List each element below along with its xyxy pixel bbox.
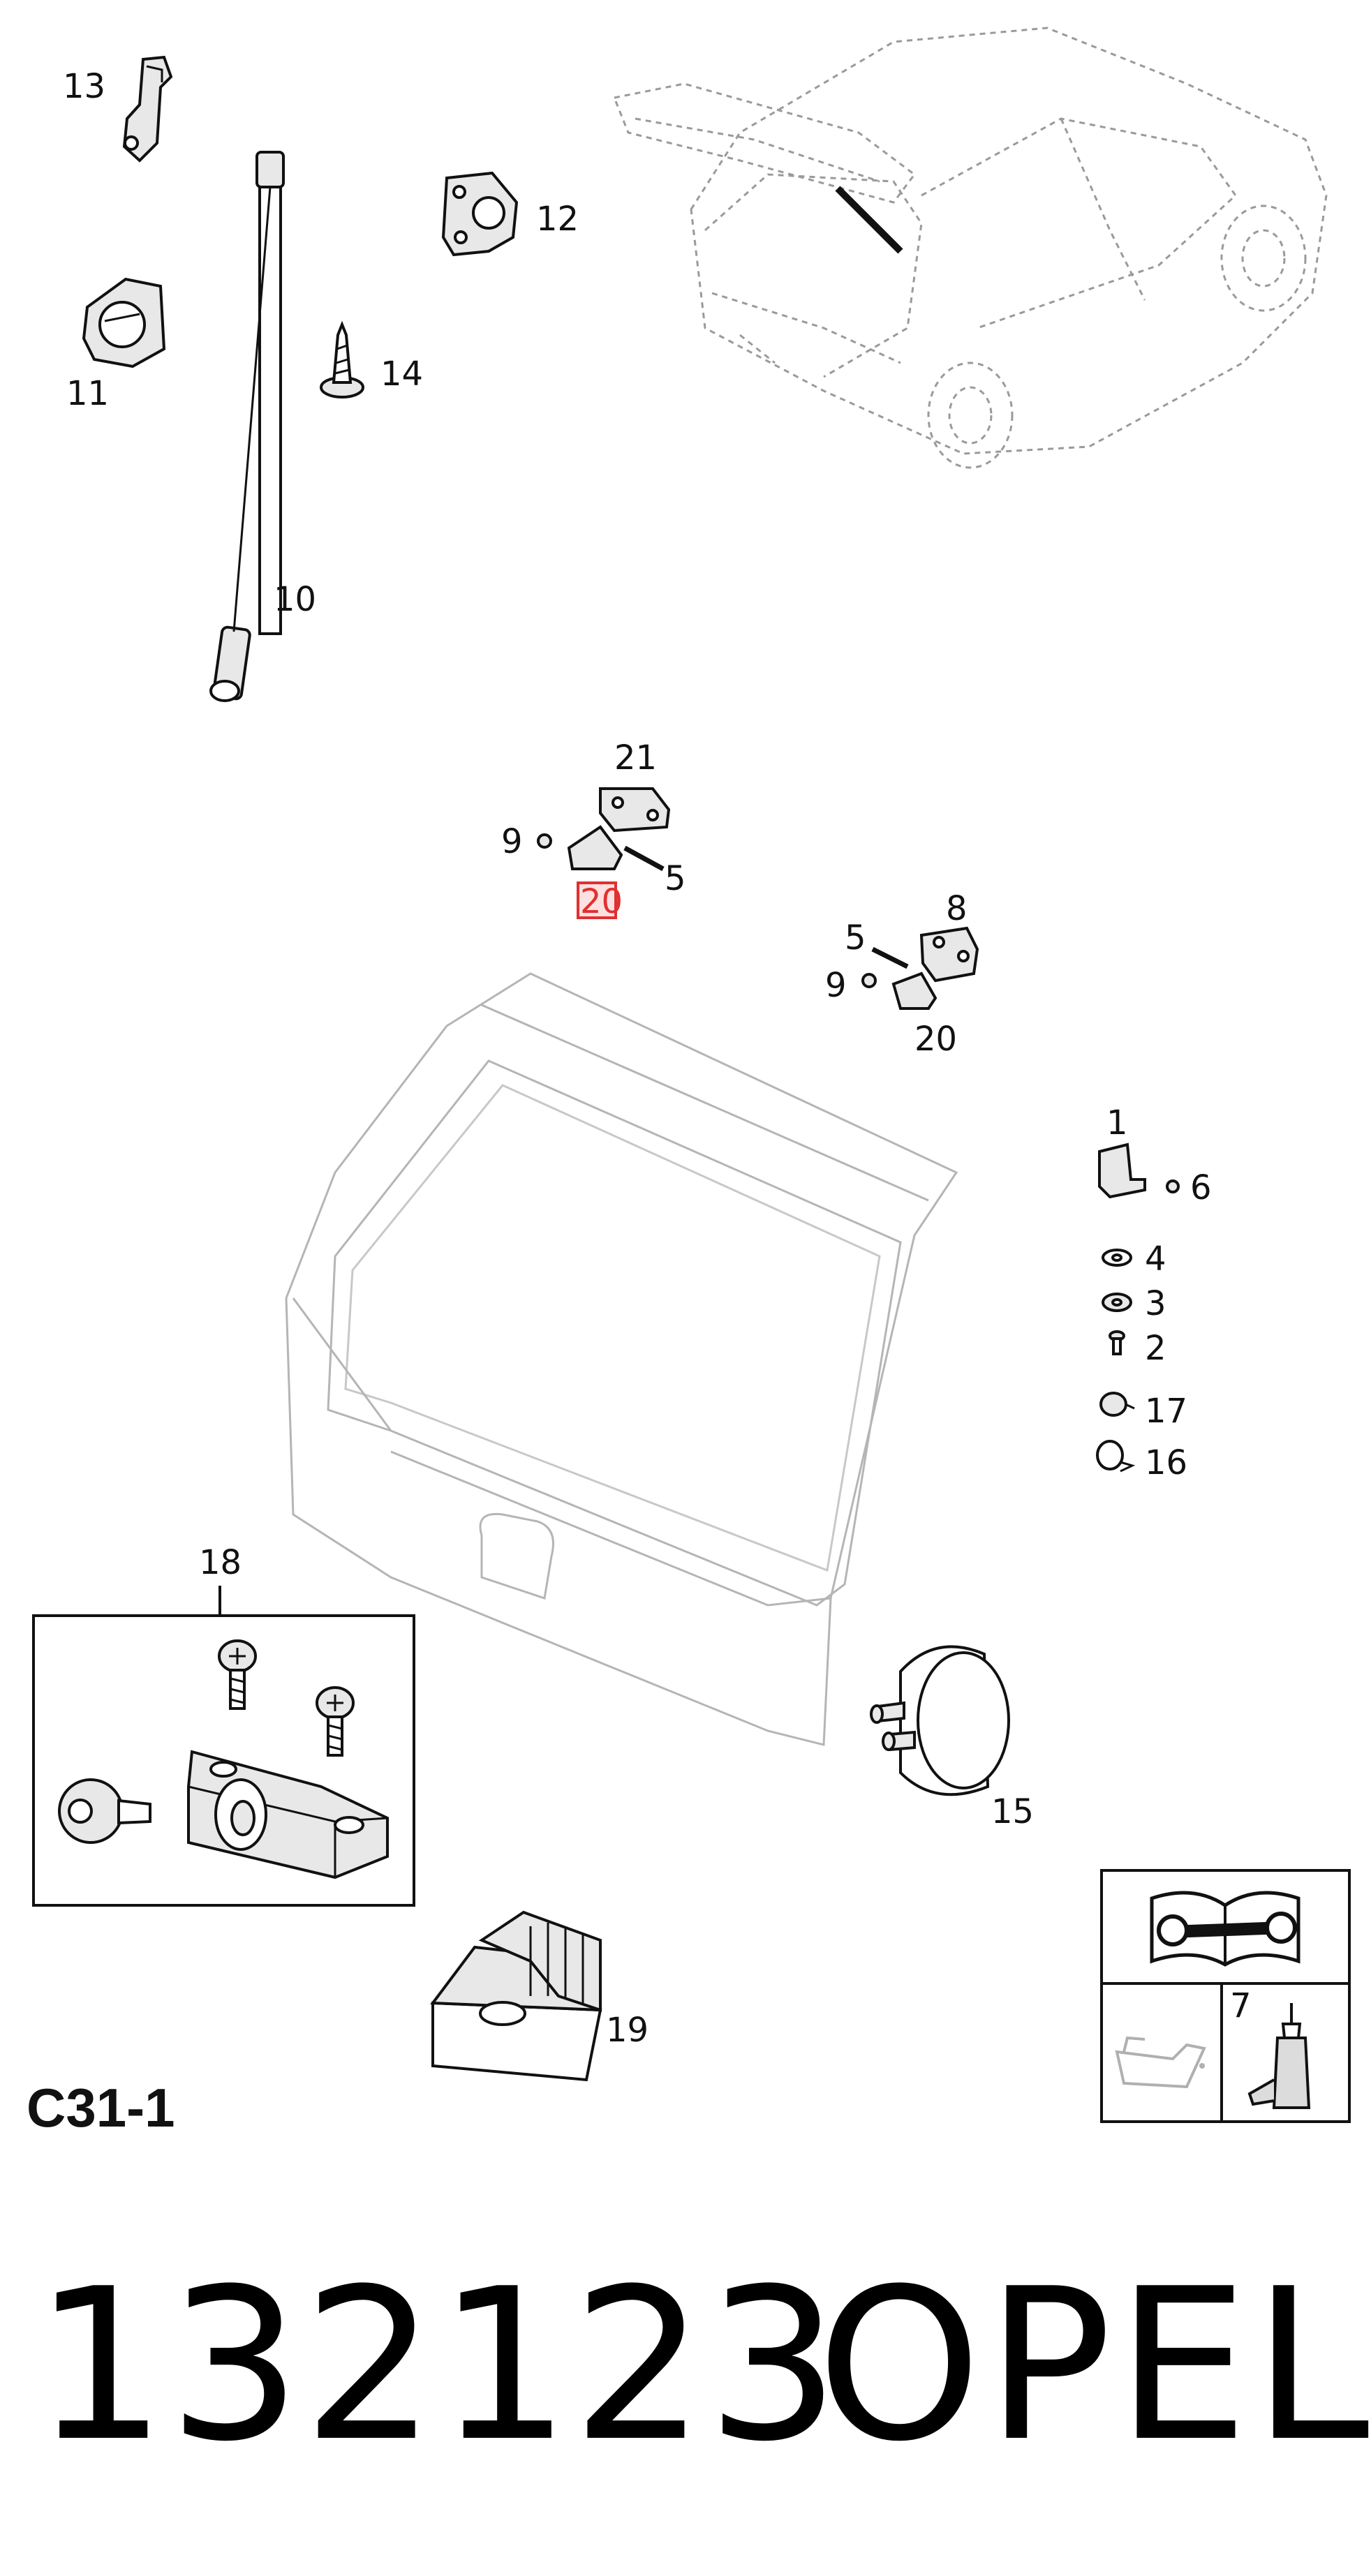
callout-3: 3	[1145, 1284, 1166, 1323]
part-12-hinge-plate	[441, 171, 519, 257]
vehicle-overview	[612, 27, 1328, 469]
callout-18: 18	[199, 1543, 242, 1582]
callout-2: 2	[1145, 1329, 1166, 1368]
part-9-screw-a	[537, 833, 552, 849]
part-1-bracket	[1098, 1142, 1146, 1199]
part-18-detail-box	[32, 1614, 415, 1907]
part-2-screw	[1109, 1330, 1125, 1355]
callout-20b: 20	[914, 1020, 957, 1059]
part-21-hinge	[599, 787, 671, 833]
callout-21: 21	[614, 738, 657, 777]
part-8-hinge	[919, 926, 979, 983]
brand-name: OPEL	[817, 2244, 1371, 2487]
callout-20a-highlight: 20	[577, 881, 623, 921]
part-16-clip	[1096, 1440, 1136, 1473]
callout-15: 15	[991, 1792, 1034, 1831]
part-13-bracket	[122, 55, 173, 163]
part-11-striker	[82, 277, 166, 368]
callout-5a: 5	[665, 859, 686, 898]
part-15-buffer	[870, 1645, 1010, 1796]
callout-13: 13	[63, 67, 105, 106]
part-5-pin-b	[871, 946, 909, 969]
callout-9a: 9	[501, 822, 523, 861]
callout-8: 8	[946, 889, 968, 928]
part-5-pin-a	[623, 845, 665, 872]
callout-14: 14	[380, 355, 423, 394]
oil-can-icon	[1115, 2036, 1206, 2089]
part-18-assembly	[58, 1639, 389, 1879]
callout-17: 17	[1145, 1392, 1187, 1431]
callout-12: 12	[536, 200, 579, 239]
callout-11: 11	[66, 374, 109, 413]
callout-1: 1	[1106, 1103, 1128, 1142]
sheet-code: C31-1	[27, 2077, 175, 2138]
adhesive-tube-icon	[1247, 2003, 1311, 2109]
part-20-hinge-cover-b	[891, 971, 938, 1010]
service-panel	[1100, 1869, 1351, 2123]
part-14-screw	[320, 320, 364, 399]
callout-7: 7	[1230, 1986, 1252, 2025]
callout-4: 4	[1145, 1239, 1166, 1279]
callout-6: 6	[1190, 1168, 1212, 1207]
callout-19: 19	[606, 2011, 649, 2050]
repair-manual-icon	[1150, 1891, 1300, 1967]
catalog-number: 132123	[34, 2244, 842, 2487]
callout-5b: 5	[845, 918, 866, 958]
callout-10: 10	[274, 580, 316, 619]
part-20-hinge-cover-a	[567, 825, 623, 870]
part-9-screw-b	[861, 973, 877, 988]
part-3-washer	[1102, 1293, 1132, 1312]
part-4-washer	[1102, 1249, 1132, 1267]
callout-9b: 9	[825, 966, 847, 1005]
callout-20a: 20	[580, 882, 623, 921]
part-6-clip	[1166, 1179, 1180, 1193]
tailgate	[285, 972, 958, 1746]
part-10-gas-strut	[209, 151, 285, 702]
callout-16: 16	[1145, 1443, 1187, 1482]
part-17-plug	[1099, 1392, 1135, 1417]
part-19-mount	[430, 1910, 602, 2082]
